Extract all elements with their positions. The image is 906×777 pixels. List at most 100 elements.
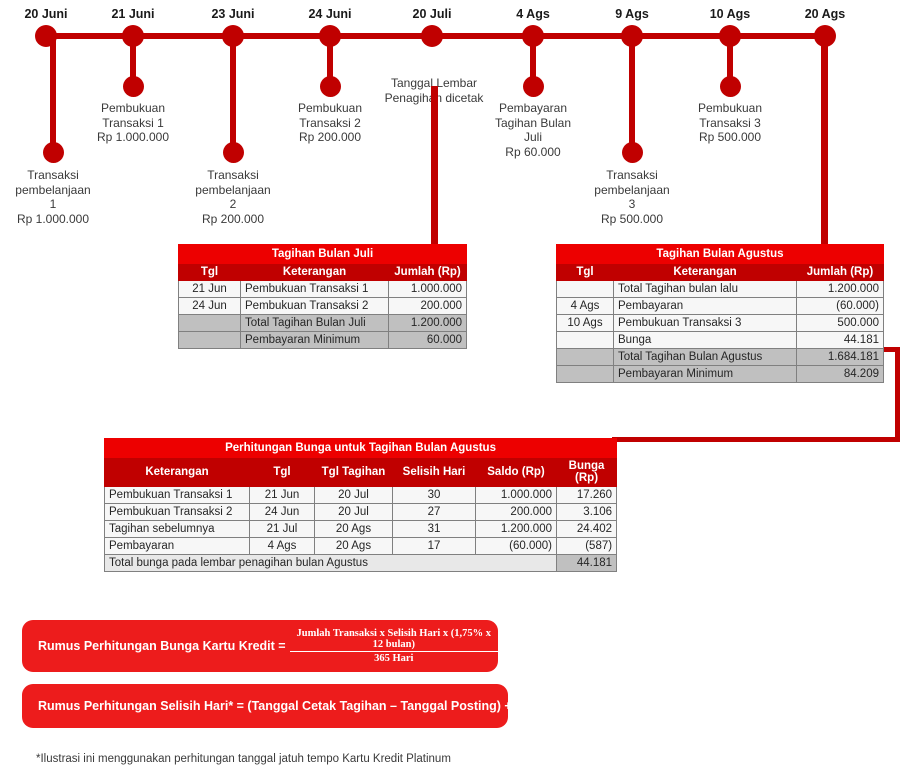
bunga-cell-tgl: 4 Ags	[249, 537, 315, 555]
bunga-total-value: 44.181	[555, 554, 618, 572]
timeline-date-label: 24 Juni	[308, 7, 352, 21]
timeline-branch-node	[319, 75, 341, 97]
bunga-cell-tgl_tagihan: 20 Ags	[314, 537, 393, 555]
juli-cell-tgl	[178, 314, 241, 332]
bunga-cell-bunga: 24.402	[555, 520, 618, 538]
agustus-cell-tgl	[556, 280, 614, 298]
timeline-branch-stem	[727, 36, 733, 86]
bunga-cell-saldo: 1.000.000	[475, 486, 557, 504]
table-agustus-header-tgl: Tgl	[556, 263, 614, 281]
footnote-text: *Ilustrasi ini menggunakan perhitungan t…	[36, 753, 451, 765]
bunga-cell-saldo: 1.200.000	[475, 520, 557, 538]
table-agustus-header-keterangan: Keterangan	[613, 263, 797, 281]
juli-cell-jml: 1.200.000	[387, 314, 468, 332]
connector-juli-vertical	[431, 86, 438, 244]
table-perhitungan-bunga: Perhitungan Bunga untuk Tagihan Bulan Ag…	[103, 438, 618, 572]
bunga-cell-selisih: 17	[392, 537, 476, 555]
timeline-date-label: 23 Juni	[211, 7, 255, 21]
bunga-cell-ket: Tagihan sebelumnya	[104, 520, 250, 538]
juli-cell-ket: Total Tagihan Bulan Juli	[240, 314, 389, 332]
bunga-cell-tgl_tagihan: 20 Ags	[314, 520, 393, 538]
formula-box-bunga: Rumus Perhitungan Bunga Kartu Kredit = J…	[22, 620, 498, 672]
table-tagihan-agustus: Tagihan Bulan Agustus Tgl Keterangan Jum…	[556, 244, 884, 383]
juli-cell-ket: Pembayaran Minimum	[240, 331, 389, 349]
agustus-cell-jml: 1.200.000	[796, 280, 884, 298]
timeline-branch-stem	[50, 36, 56, 152]
formula-box-selisih-hari: Rumus Perhitungan Selisih Hari* = (Tangg…	[22, 684, 550, 728]
bunga-cell-saldo: (60.000)	[475, 537, 557, 555]
table-tagihan-juli: Tagihan Bulan Juli Tgl Keterangan Jumlah…	[177, 244, 468, 349]
table-juli-title: Tagihan Bulan Juli	[177, 244, 468, 264]
agustus-cell-tgl	[556, 331, 614, 349]
juli-cell-tgl: 24 Jun	[178, 297, 241, 315]
bunga-cell-bunga: (587)	[555, 537, 618, 555]
table-bunga-title-row: Perhitungan Bunga untuk Tagihan Bulan Ag…	[103, 438, 618, 458]
agustus-cell-tgl	[556, 348, 614, 366]
bunga-cell-selisih: 27	[392, 503, 476, 521]
juli-cell-ket: Pembukuan Transaksi 1	[240, 280, 389, 298]
bunga-cell-ket: Pembukuan Transaksi 1	[104, 486, 250, 504]
bunga-cell-tgl: 21 Jul	[249, 520, 315, 538]
agustus-cell-jml: 84.209	[796, 365, 884, 383]
bunga-cell-tgl: 24 Jun	[249, 503, 315, 521]
table-agustus-title: Tagihan Bulan Agustus	[556, 244, 884, 264]
connector-bunga-v	[895, 347, 900, 442]
agustus-cell-ket: Total Tagihan Bulan Agustus	[613, 348, 797, 366]
timeline-date-label: 10 Ags	[709, 7, 751, 21]
table-bunga-header-cell: Bunga (Rp)	[555, 457, 618, 487]
timeline-branch-node	[719, 75, 741, 97]
agustus-cell-jml: 1.684.181	[796, 348, 884, 366]
table-juli-header-jumlah: Jumlah (Rp)	[387, 263, 468, 281]
timeline-date-label: 20 Juli	[412, 7, 452, 21]
bunga-cell-selisih: 30	[392, 486, 476, 504]
table-juli-header-keterangan: Keterangan	[240, 263, 389, 281]
formula-selisih-text: Rumus Perhitungan Selisih Hari* = (Tangg…	[38, 699, 550, 713]
formula-bunga-numerator: Jumlah Transaksi x Selisih Hari x (1,75%…	[289, 628, 498, 652]
timeline-branch-stem	[327, 36, 333, 86]
bunga-cell-tgl: 21 Jun	[249, 486, 315, 504]
juli-cell-ket: Pembukuan Transaksi 2	[240, 297, 389, 315]
timeline-branch-node	[42, 141, 64, 163]
juli-cell-jml: 200.000	[387, 297, 468, 315]
agustus-cell-ket: Pembayaran Minimum	[613, 365, 797, 383]
agustus-cell-jml: 500.000	[796, 314, 884, 332]
timeline-branch-node	[522, 75, 544, 97]
timeline-date-label: 20 Juni	[24, 7, 68, 21]
table-bunga-total-row: Total bunga pada lembar penagihan bulan …	[104, 554, 618, 572]
timeline-node	[814, 25, 836, 47]
bunga-cell-tgl_tagihan: 20 Jul	[314, 503, 393, 521]
table-agustus-header-row: Tgl Keterangan Jumlah (Rp)	[556, 263, 884, 281]
agustus-cell-jml: (60.000)	[796, 297, 884, 315]
juli-cell-tgl: 21 Jun	[178, 280, 241, 298]
table-bunga-header-cell: Tgl Tagihan	[314, 457, 393, 487]
table-bunga-title: Perhitungan Bunga untuk Tagihan Bulan Ag…	[103, 438, 618, 458]
agustus-cell-jml: 44.181	[796, 331, 884, 349]
table-agustus-title-row: Tagihan Bulan Agustus	[556, 244, 884, 264]
timeline-branch-stem	[530, 36, 536, 86]
formula-bunga-denominator: 365 Hari	[374, 653, 414, 664]
agustus-cell-tgl: 4 Ags	[556, 297, 614, 315]
agustus-cell-tgl	[556, 365, 614, 383]
timeline-branch-stem	[230, 36, 236, 152]
timeline-branch-stem	[130, 36, 136, 86]
timeline-node	[421, 25, 443, 47]
agustus-cell-ket: Pembukuan Transaksi 3	[613, 314, 797, 332]
bunga-cell-ket: Pembayaran	[104, 537, 250, 555]
timeline-date-label: 9 Ags	[615, 7, 649, 21]
table-bunga-header-cell: Tgl	[249, 457, 315, 487]
table-juli-header-tgl: Tgl	[178, 263, 241, 281]
timeline-date-label: 4 Ags	[516, 7, 550, 21]
